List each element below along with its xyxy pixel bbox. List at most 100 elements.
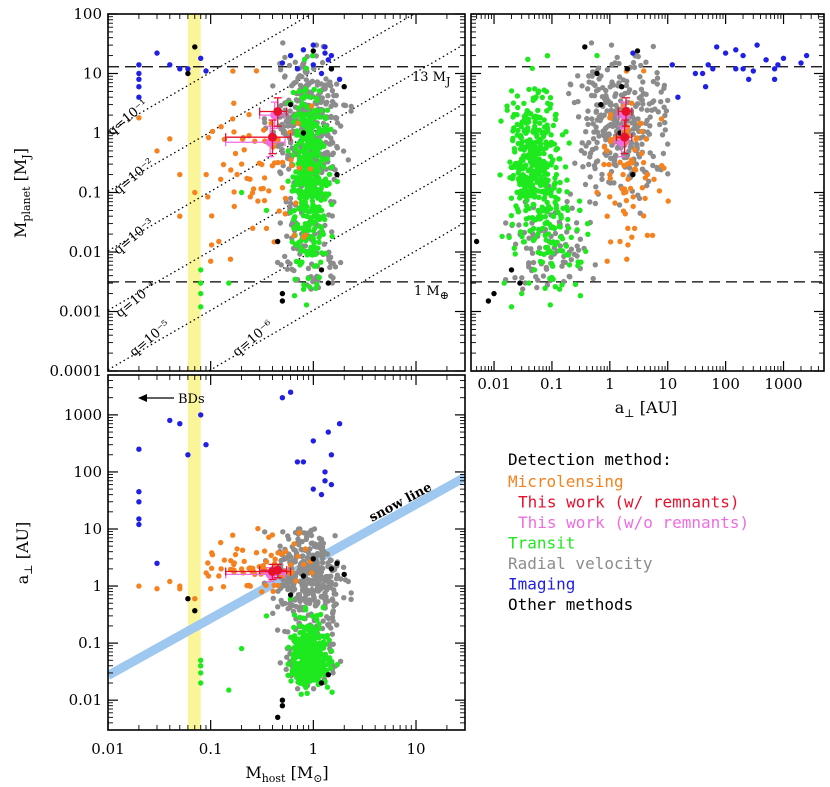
data-point (198, 657, 204, 663)
data-point (604, 148, 610, 154)
data-point (298, 691, 304, 697)
x-tick-label: 1000 (764, 375, 802, 393)
data-point (590, 275, 596, 282)
legend-item: Transit (508, 534, 575, 553)
data-point (544, 244, 551, 251)
data-point (550, 157, 556, 163)
data-point (293, 175, 300, 181)
data-point (575, 247, 582, 253)
data-point (228, 167, 234, 173)
data-point (588, 40, 595, 46)
data-point (611, 180, 617, 186)
data-point (318, 680, 325, 686)
data-point (539, 94, 545, 101)
data-point (611, 161, 617, 167)
data-point (285, 533, 291, 539)
data-point (301, 615, 307, 621)
data-point (572, 160, 578, 166)
data-point (544, 199, 550, 206)
data-point (319, 95, 325, 101)
data-point (316, 213, 322, 220)
data-point (287, 52, 294, 59)
data-point (307, 156, 313, 163)
data-point (282, 73, 288, 79)
data-point (300, 163, 307, 169)
data-point (312, 285, 319, 291)
data-point (520, 239, 527, 245)
data-point (639, 128, 645, 135)
data-point (216, 573, 222, 579)
data-point (527, 137, 533, 143)
data-point (524, 110, 530, 117)
data-point (526, 86, 532, 93)
data-point (564, 177, 570, 183)
data-point (553, 171, 560, 178)
data-point (167, 136, 173, 142)
data-point (629, 100, 635, 106)
data-point (316, 635, 322, 641)
data-point (198, 670, 204, 676)
data-point (507, 159, 513, 165)
data-point (270, 588, 276, 595)
data-point (185, 596, 191, 602)
data-point (340, 564, 347, 570)
data-point (627, 185, 634, 192)
data-point (304, 690, 310, 696)
data-point (311, 677, 317, 683)
data-point (614, 145, 621, 151)
data-point (311, 86, 317, 93)
data-point (565, 225, 572, 231)
data-point (306, 550, 312, 556)
data-point (276, 208, 282, 214)
mass-ratio-label: q=10⁻⁵ (127, 318, 173, 360)
data-point (714, 44, 720, 50)
data-point (544, 164, 550, 170)
data-point (568, 234, 574, 241)
data-point (332, 533, 338, 539)
data-point (669, 62, 675, 68)
data-point (293, 578, 299, 584)
data-point (320, 231, 326, 237)
data-point (625, 242, 631, 248)
mass-ratio-line (108, 102, 465, 311)
data-point (293, 97, 300, 103)
data-point (324, 99, 330, 106)
data-point (612, 108, 618, 114)
data-point (532, 86, 538, 92)
data-point (285, 583, 291, 590)
data-point (582, 181, 589, 188)
data-point (323, 655, 329, 661)
data-point (528, 143, 535, 149)
data-point (261, 127, 267, 133)
data-point (306, 249, 312, 256)
data-point (522, 164, 528, 170)
data-point (511, 146, 518, 152)
data-point (310, 438, 316, 444)
data-point (302, 625, 308, 631)
data-point (305, 678, 311, 684)
data-point (297, 82, 304, 89)
data-point (662, 127, 668, 133)
data-point (577, 293, 584, 299)
data-point (654, 166, 661, 172)
data-point (298, 180, 305, 187)
data-point (629, 234, 635, 240)
data-point (303, 302, 310, 308)
data-point (647, 150, 653, 156)
data-point (552, 112, 558, 118)
data-point (620, 208, 627, 214)
data-point (516, 222, 522, 228)
data-point (573, 220, 580, 226)
data-point (323, 182, 330, 189)
data-point (535, 213, 542, 220)
data-point (654, 70, 660, 76)
data-point (540, 225, 546, 231)
data-point (299, 636, 305, 642)
data-point (328, 481, 335, 488)
data-point (313, 151, 319, 157)
data-point (323, 191, 329, 197)
data-point (550, 213, 556, 219)
data-point (613, 153, 619, 159)
data-point (322, 598, 328, 604)
